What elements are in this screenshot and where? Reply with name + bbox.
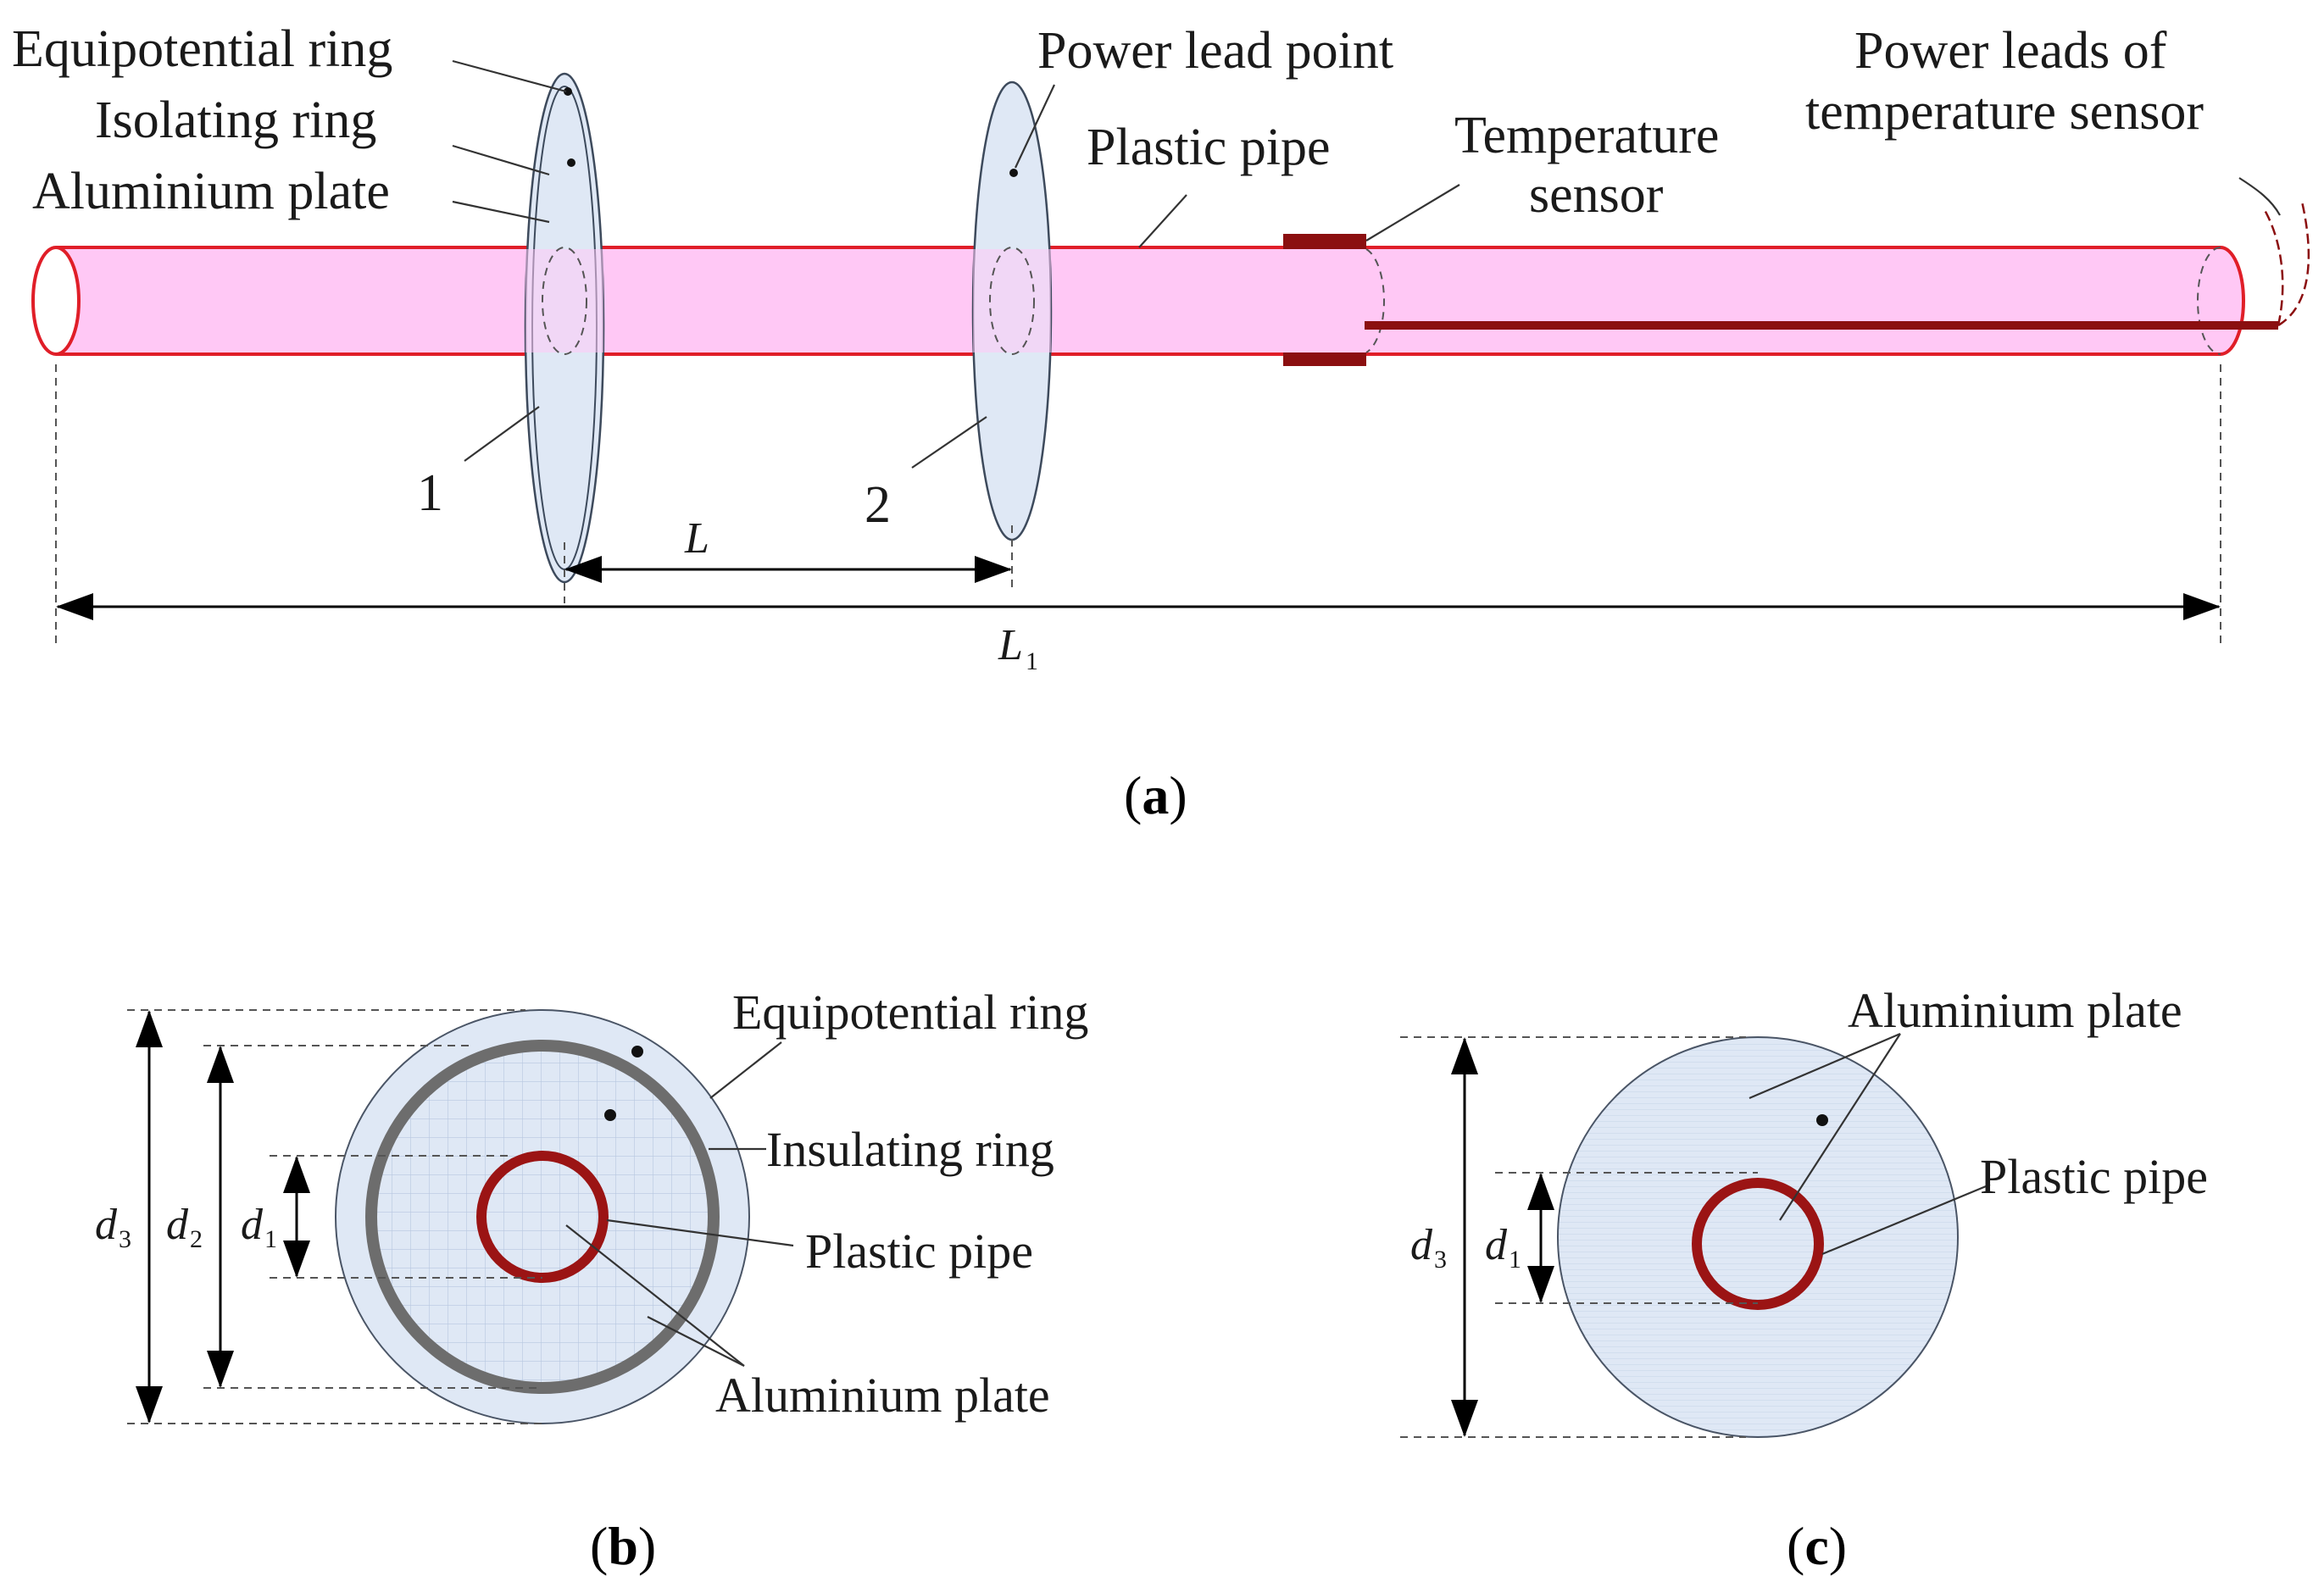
dim-b-label-d1-sub: 1	[264, 1225, 277, 1253]
power-lead-dot-b2	[604, 1109, 616, 1121]
dim-label-L1-subscript: 1	[1026, 647, 1038, 675]
label-equipotential-ring: Equipotential ring	[12, 20, 392, 78]
caption-a-close: )	[1169, 765, 1187, 825]
power-lead-dot-c	[1816, 1114, 1828, 1126]
dim-c-label-d3-sub: 3	[1434, 1246, 1447, 1274]
leader-c-aluminium-2	[1779, 1033, 1901, 1221]
label-power-leads-line2: temperature sensor	[1805, 83, 2204, 141]
pipe-left-end	[31, 246, 81, 356]
sensor-clamp-top	[1283, 234, 1366, 249]
leader-b-aluminium-1	[565, 1224, 745, 1367]
sensor-power-lead-1	[2263, 209, 2284, 326]
label-electrode-2: 2	[865, 476, 891, 534]
leader-electrode-2	[911, 416, 987, 469]
leader-c-plastic-pipe	[1821, 1183, 1991, 1256]
label-electrode-1: 1	[417, 464, 443, 522]
leader-b-aluminium-2	[647, 1316, 745, 1367]
dim-b-label-d2-sub: 2	[190, 1225, 203, 1253]
sensor-clamp-hidden-edge	[1365, 248, 1386, 353]
dim-b-label-d3-sub: 3	[119, 1225, 131, 1253]
label-c-aluminium-plate: Aluminium plate	[1848, 983, 2182, 1038]
leader-b-equipotential	[709, 1041, 782, 1099]
dim-c-label-d1: d	[1485, 1221, 1508, 1269]
caption-c: (c)	[1787, 1516, 1847, 1576]
pipe-right-end-hidden	[2197, 247, 2221, 355]
electrode-1-hole	[542, 247, 587, 355]
leader-temperature-sensor	[1365, 184, 1460, 241]
power-lead-dot-b1	[631, 1046, 643, 1057]
dim-b-label-d3: d	[95, 1201, 118, 1249]
label-b-equipotential-ring: Equipotential ring	[732, 985, 1088, 1040]
dim-b-label-d1: d	[241, 1201, 264, 1249]
dim-c-label-d3: d	[1410, 1221, 1433, 1269]
label-aluminium-plate: Aluminium plate	[32, 163, 390, 220]
leader-electrode-1	[464, 406, 540, 462]
plastic-pipe-section-c	[1692, 1178, 1824, 1310]
caption-c-letter: c	[1804, 1516, 1828, 1576]
power-lead-dot-2	[1009, 169, 1018, 177]
power-lead-dot-1b	[567, 158, 575, 167]
dim-b-label-d2: d	[166, 1201, 189, 1249]
leader-b-plastic-pipe	[606, 1218, 794, 1247]
label-b-insulating-ring: Insulating ring	[766, 1122, 1054, 1177]
leader-power-lead-point	[1015, 84, 1055, 169]
label-power-lead-point: Power lead point	[1037, 22, 1393, 80]
panel-b: Equipotential ring Insulating ring Plast…	[95, 985, 1088, 1576]
leader-isolating-ring	[452, 144, 550, 176]
dim-label-L: L	[684, 514, 709, 563]
caption-c-open: (	[1787, 1516, 1804, 1576]
electrode-2	[971, 80, 1053, 541]
label-temperature-sensor-line1: Temperature	[1454, 107, 1719, 164]
caption-b-close: )	[638, 1516, 656, 1576]
leader-c-aluminium-1	[1749, 1032, 1901, 1100]
sensor-clamp-bottom	[1283, 352, 1366, 366]
temperature-sensor	[1283, 201, 2310, 366]
plastic-pipe-body	[56, 247, 2221, 354]
caption-a: (a)	[1124, 765, 1187, 825]
leader-aluminium-plate	[452, 200, 550, 224]
label-plastic-pipe: Plastic pipe	[1087, 119, 1331, 176]
label-isolating-ring: Isolating ring	[95, 92, 376, 149]
label-temperature-sensor-line2: sensor	[1529, 166, 1664, 224]
dim-c-label-d1-sub: 1	[1509, 1246, 1521, 1274]
caption-b-open: (	[590, 1516, 608, 1576]
insulating-ring-b	[365, 1040, 720, 1394]
panel-c: Aluminium plate Plastic pipe d 3 d 1 (c)	[1400, 983, 2208, 1576]
leader-power-leads	[2238, 177, 2281, 216]
electrode-1	[524, 72, 605, 584]
label-b-plastic-pipe: Plastic pipe	[805, 1224, 1033, 1279]
leader-plastic-pipe	[1138, 194, 1187, 248]
caption-a-open: (	[1124, 765, 1142, 825]
pipe-right-end	[2220, 246, 2245, 356]
panel-a: Equipotential ring Isolating ring Alumin…	[12, 20, 2310, 825]
caption-b: (b)	[590, 1516, 656, 1576]
sensor-power-lead-2	[2277, 201, 2310, 327]
label-power-leads-line1: Power leads of	[1854, 22, 2167, 80]
power-lead-dot-1a	[564, 87, 572, 96]
dim-label-L1: L	[998, 621, 1023, 669]
caption-a-letter: a	[1142, 765, 1169, 825]
caption-c-close: )	[1829, 1516, 1847, 1576]
plastic-pipe-section-b	[476, 1151, 609, 1283]
electrode-2-hole	[989, 247, 1035, 355]
label-c-plastic-pipe: Plastic pipe	[1980, 1149, 2208, 1204]
caption-b-letter: b	[608, 1516, 638, 1576]
label-b-aluminium-plate: Aluminium plate	[715, 1368, 1050, 1423]
electrode-2-pipe-pass	[973, 249, 1051, 352]
electrode-1-pipe-pass	[525, 249, 603, 352]
leader-equipotential-ring	[452, 59, 567, 93]
